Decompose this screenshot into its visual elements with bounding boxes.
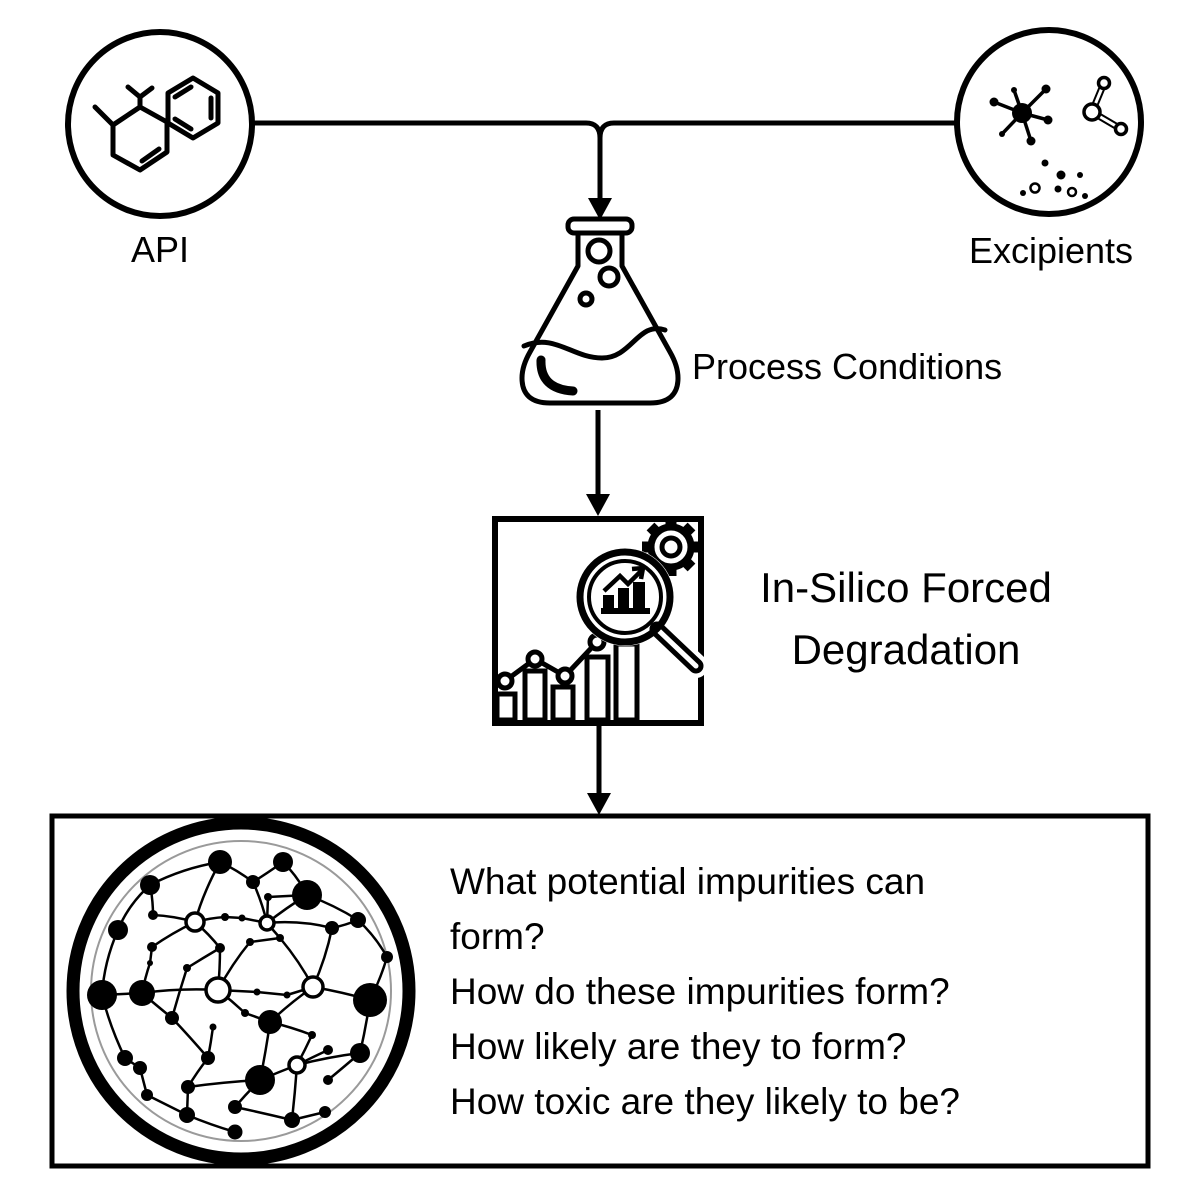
api-label: API bbox=[130, 229, 190, 270]
impurity-network-icon bbox=[66, 816, 416, 1166]
question-text: How likely are they to form? bbox=[450, 1026, 907, 1067]
analysis-magnifier-chart-gear-icon bbox=[492, 516, 708, 726]
questions-list: What potential impurities can form? How d… bbox=[450, 854, 1005, 1129]
api-molecule-icon bbox=[92, 75, 221, 173]
network-open-nodes bbox=[184, 911, 325, 1075]
excipients-molecules-icon bbox=[989, 75, 1129, 199]
merge-connector bbox=[253, 120, 956, 200]
network-nodes bbox=[87, 850, 393, 1140]
flask-icon bbox=[519, 216, 681, 406]
gear-icon bbox=[642, 518, 700, 576]
magnifier-icon bbox=[576, 548, 708, 678]
arrowhead-into-box bbox=[586, 494, 610, 516]
arrowhead-into-flask bbox=[588, 198, 612, 220]
excipients-label: Excipients bbox=[968, 230, 1134, 271]
api-node bbox=[65, 29, 255, 219]
arrowhead-into-results bbox=[587, 793, 611, 815]
question-text: How toxic are they likely to be? bbox=[450, 1081, 961, 1122]
question-text: How do these impurities form? bbox=[450, 971, 950, 1012]
mini-bar-chart-icon bbox=[601, 565, 650, 614]
question-text: What potential impurities can form? bbox=[450, 861, 926, 957]
in-silico-label: In-Silico Forced Degradation bbox=[760, 564, 1052, 673]
api-circle bbox=[65, 29, 255, 219]
process-conditions-label: Process Conditions bbox=[692, 346, 1003, 387]
excipients-node bbox=[954, 27, 1144, 217]
